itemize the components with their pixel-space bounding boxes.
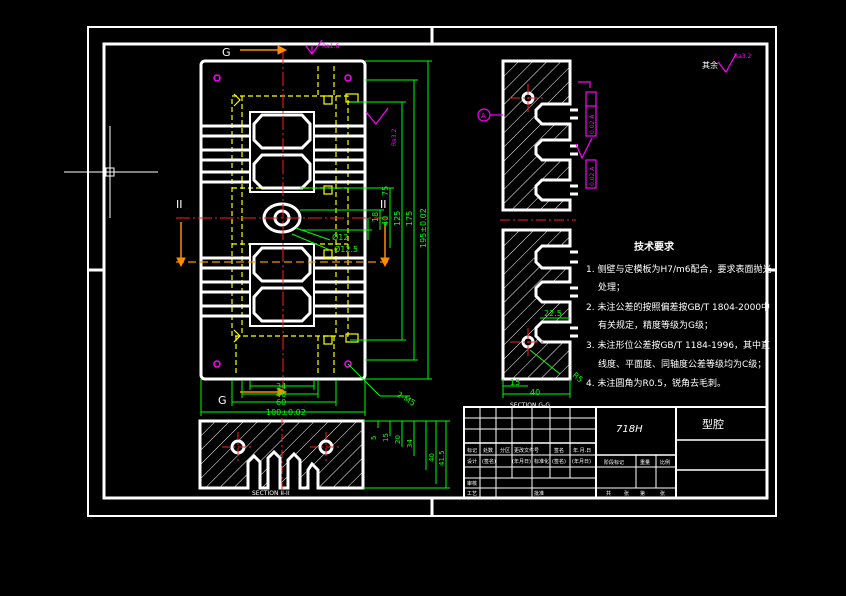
note-line-4: 有关规定，精度等级为G级； <box>598 319 713 331</box>
dim-front-h1: 18 <box>371 212 380 222</box>
cavity-lower <box>249 243 315 327</box>
tol-box-1: 0.02 A <box>589 114 596 134</box>
tb-a0: 标记 <box>467 447 477 454</box>
crosshair-cursor[interactable] <box>64 126 158 218</box>
dim-bottom-h2: 15 <box>382 433 390 442</box>
title-block-text: 718H 型腔 标记 处数 分区 更改文件号 签名 年.月.日 设计 (签名) … <box>467 417 724 497</box>
section-g-top-label: G <box>222 46 231 59</box>
tb-b5: (年月日) <box>572 458 591 465</box>
side-dimension-lines <box>502 317 571 398</box>
tb-stage: 阶段标记 <box>604 459 624 466</box>
dim-bottom-h5: 40 <box>428 453 436 462</box>
dim-front-w3: 60 <box>276 398 286 407</box>
tb-a5: 年.月.日 <box>573 447 591 454</box>
dim-front-h4: 125 <box>393 211 402 226</box>
tb-a3: 更改文件号 <box>514 447 539 454</box>
note-line-2: 处理； <box>598 281 625 293</box>
dimension-lines-front <box>200 60 432 416</box>
dim-front-d1: Ø12 <box>332 232 348 242</box>
note-line-7: 4. 未注圆角为R0.5，锐角去毛刺。 <box>586 377 726 389</box>
tol-box-2: 0.02 A <box>589 166 596 186</box>
tb-a2: 分区 <box>500 447 510 454</box>
note-line-6: 线度、平面度、同轴度公差等级均为C级； <box>598 358 766 370</box>
dim-chamfer: 2-M5 <box>395 390 417 408</box>
note-line-1: 1. 侧壁与定模板为H7/m6配合，要求表面抛光 <box>586 263 771 275</box>
yellow-markers <box>233 93 359 345</box>
dim-front-w1: 34 <box>276 382 286 391</box>
dim-side-r: R5 <box>571 371 585 385</box>
roughness-other-label: 其余 <box>702 60 718 70</box>
tb-a4: 签名 <box>554 447 564 454</box>
side-section-upper <box>501 59 572 212</box>
tb-b3: 标准化 <box>534 458 549 465</box>
side-section-lower <box>501 228 572 381</box>
section-ii-left-label: II <box>176 198 183 211</box>
notes-title: 技术要求 <box>634 240 675 253</box>
roughness-top-text: Ra1.6 <box>322 43 339 50</box>
tb-sheet-1: 张 <box>624 490 629 497</box>
roughness-symbol-top <box>305 39 323 56</box>
tb-d0: 工艺 <box>467 491 477 497</box>
dim-bottom-h4: 34 <box>406 439 414 448</box>
dim-front-w2: 40 <box>276 390 286 399</box>
side-centerlines <box>500 84 576 356</box>
tb-material: 718H <box>616 424 643 435</box>
bottom-dimension-lines <box>363 420 450 489</box>
title-block <box>463 406 768 499</box>
centerlines-front <box>176 50 392 396</box>
note-line-3: 2. 未注公差的按照偏差按GB/T 1804-2000中 <box>586 301 770 313</box>
dim-front-h5: 175 <box>405 211 414 226</box>
corner-holes <box>213 74 352 368</box>
side-annotations <box>477 53 737 189</box>
dim-side-d: 22.5 <box>544 309 562 318</box>
technical-notes: 技术要求 1. 侧壁与定模板为H7/m6配合，要求表面抛光 处理； 2. 未注公… <box>586 240 771 389</box>
runner-channels <box>201 124 365 318</box>
dim-side-w1: 15 <box>510 378 520 387</box>
dim-front-h6: 195±0.02 <box>419 208 428 248</box>
tb-sheet-2: 第 <box>640 490 645 497</box>
tb-d2: 批准 <box>534 490 544 497</box>
dim-front-h3: 75 <box>381 186 390 196</box>
sheet-border <box>87 26 777 517</box>
dim-front-h2: 40 <box>381 216 390 226</box>
tb-sheet-3: 张 <box>660 490 665 497</box>
tb-b4: (签名) <box>552 458 566 465</box>
tb-sheet-0: 共 <box>606 490 611 497</box>
tb-scale: 比例 <box>660 459 670 466</box>
tb-a1: 处数 <box>483 447 493 454</box>
roughness-side-text: Ra3.2 <box>391 129 398 146</box>
cavity-upper <box>249 111 315 193</box>
section-view-label: SECTION G-G <box>510 402 550 409</box>
tb-part-name: 型腔 <box>702 417 724 431</box>
datum-a-label: A <box>481 112 486 120</box>
tb-weight: 重量 <box>640 459 650 466</box>
dim-bottom-h3: 20 <box>394 435 402 444</box>
dim-bottom-h6: 41.5 <box>438 450 446 466</box>
dim-bottom-h1: 5 <box>370 436 378 440</box>
dim-side-w2: 40 <box>530 388 540 397</box>
bottom-centerlines <box>222 418 342 494</box>
tb-b0: 设计 <box>467 458 477 465</box>
dim-front-d2: Ø12.5 <box>334 244 358 254</box>
roughness-symbol-side <box>365 107 389 125</box>
section-view-label-bottom: SECTION II-II <box>252 490 290 497</box>
dim-front-w4: 100±0.02 <box>266 408 306 417</box>
section-ii-right-label: II <box>380 198 387 211</box>
tb-c0: 审核 <box>467 480 477 487</box>
note-line-5: 3. 未注形位公差按GB/T 1184-1996，其中直 <box>586 339 770 351</box>
roughness-other-value: Ra3.2 <box>734 53 751 60</box>
bottom-section-view: 5 15 20 34 40 41.5 SECTION II-II <box>198 418 450 497</box>
tb-b1: (签名) <box>482 458 496 465</box>
tb-b2: (年月日) <box>512 458 531 465</box>
side-section-ribs <box>570 108 578 338</box>
front-view: G G II II Ra1.6 Ra3.2 <box>176 39 432 417</box>
section-g-bottom-label: G <box>218 394 227 407</box>
side-section-view: A 0.02 A 0.02 A 其余 Ra3.2 15 40 22.5 R5 S… <box>477 53 751 409</box>
